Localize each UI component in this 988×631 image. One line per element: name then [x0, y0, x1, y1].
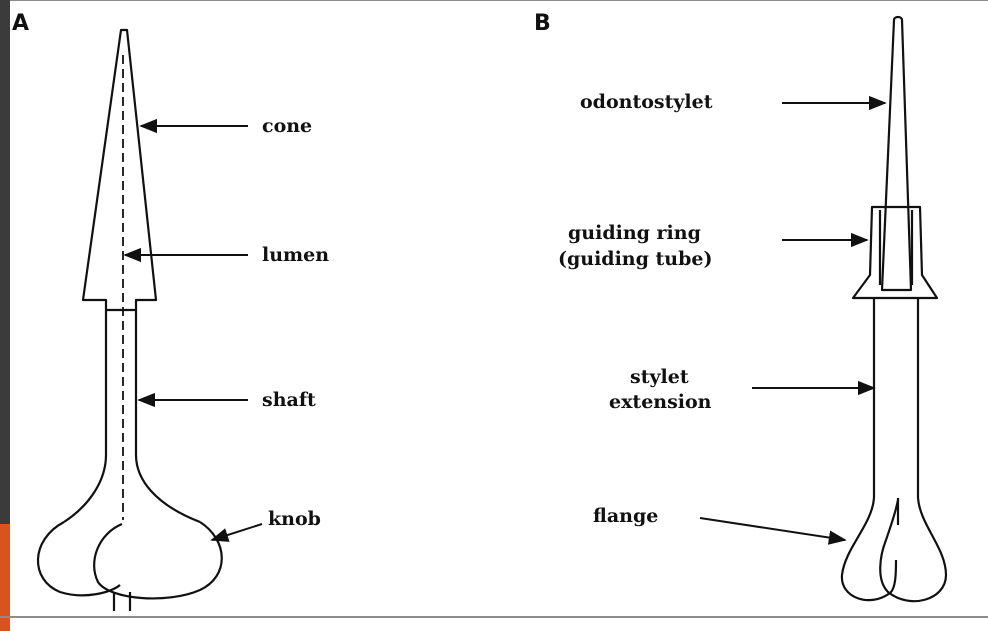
- frame-line-bottom: [0, 616, 988, 618]
- shaft-label: shaft: [262, 389, 316, 411]
- panel-a: A cone lumen shaft knob: [12, 11, 329, 611]
- stylet-extension-label-line2: extension: [609, 391, 712, 413]
- panel-a-letter: A: [12, 11, 29, 36]
- flange-arrow: [699, 517, 847, 545]
- accent-bar-dark: [0, 0, 10, 524]
- panel-b-letter: B: [534, 11, 551, 36]
- panel-b: B odontostylet guiding ring (guiding tub…: [534, 11, 948, 603]
- knob-arrow: [210, 523, 263, 542]
- guiding-ring-outline: [851, 205, 939, 300]
- knob-stalk: [112, 592, 132, 611]
- knob-left-lobe: [36, 521, 121, 597]
- knob-right-lobe: [93, 521, 223, 600]
- slide-accent-bar: [0, 0, 10, 631]
- cone-label: cone: [262, 115, 312, 137]
- flange-left-lobe: [840, 497, 898, 602]
- flange-label: flange: [593, 505, 658, 527]
- guiding-ring-label-line2: (guiding tube): [558, 248, 712, 270]
- accent-bar-orange: [0, 524, 10, 631]
- flange-right-lobe: [879, 497, 948, 603]
- knob-label: knob: [268, 508, 321, 530]
- guiding-ring-inner: [878, 210, 914, 285]
- odontostylet-outline: [880, 15, 913, 292]
- frame-line-top: [10, 0, 988, 1]
- cone-outline: [81, 28, 158, 312]
- guiding-ring-label-line1: guiding ring: [568, 222, 701, 244]
- shaft-left-wall: [63, 310, 108, 523]
- stylet-extension-label-line1: stylet: [630, 366, 689, 388]
- shaft-right-wall: [134, 310, 201, 524]
- odontostylet-label: odontostylet: [580, 91, 713, 113]
- lumen-label: lumen: [262, 244, 329, 266]
